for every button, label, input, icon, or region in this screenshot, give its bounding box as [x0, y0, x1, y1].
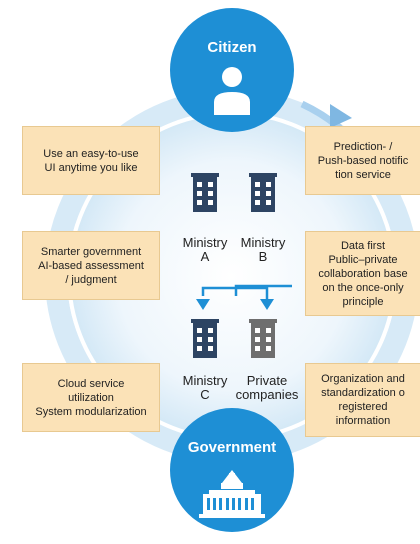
- person-icon: [214, 67, 250, 115]
- ministry-c-label: Ministry C: [182, 373, 228, 402]
- arrow-head-ministry-c: [196, 299, 210, 310]
- feature-box-notification-text: Prediction- / Push-based notific tion se…: [317, 140, 409, 181]
- building-icon-private: [249, 319, 277, 358]
- government-label: Government: [187, 439, 277, 456]
- building-icon-ministry-c: [191, 319, 219, 358]
- feature-box-data-first: Data first Public–private collaboration …: [305, 231, 420, 316]
- building-icon-ministry-b: [249, 173, 277, 212]
- feature-box-smart-government-text: Smarter government AI-based assessment /…: [38, 245, 144, 286]
- feature-box-ui-text: Use an easy-to-use UI anytime you like: [43, 147, 139, 174]
- feature-box-ui: Use an easy-to-use UI anytime you like: [22, 126, 160, 195]
- feature-box-data-first-text: Data first Public–private collaboration …: [318, 239, 408, 308]
- ministry-a-label: Ministry A: [182, 235, 228, 264]
- feature-box-smart-government: Smarter government AI-based assessment /…: [22, 231, 160, 300]
- citizen-label: Citizen: [207, 39, 257, 56]
- data-link-arrows: [201, 284, 292, 300]
- feature-box-standardization-text: Organization and standardization o regis…: [321, 373, 405, 427]
- building-icon-ministry-a: [191, 173, 219, 212]
- parliament-building-icon: [199, 470, 265, 518]
- feature-box-standardization: Organization and standardization o regis…: [305, 363, 420, 437]
- feature-box-cloud-text: Cloud service utilization System modular…: [35, 377, 147, 418]
- cycle-arrow-head: [330, 104, 352, 128]
- private-companies-label: Private companies: [235, 373, 299, 402]
- ministry-b-label: Ministry B: [240, 235, 286, 264]
- feature-box-notification: Prediction- / Push-based notific tion se…: [305, 126, 420, 195]
- arrow-head-private: [260, 299, 274, 310]
- feature-box-cloud: Cloud service utilization System modular…: [22, 363, 160, 432]
